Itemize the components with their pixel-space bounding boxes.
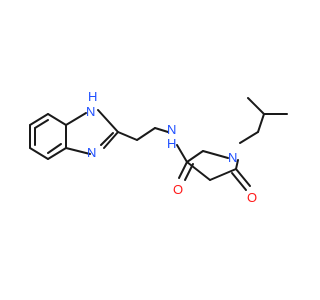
molecule-diagram: H N N N H N O O [29,89,288,205]
nh-imidazole-n: N [86,104,95,119]
n-lactam: N [228,150,237,165]
nh-imidazole-h: H [88,89,97,104]
n-amide: N [167,122,176,137]
n-imidazole: N [87,145,96,160]
bond-layer [29,97,288,191]
atom-labels: H N N N H N O O [86,89,257,205]
n-amide-h: H [167,136,176,151]
o-lactam: O [247,190,257,205]
o-amide: O [173,182,183,197]
